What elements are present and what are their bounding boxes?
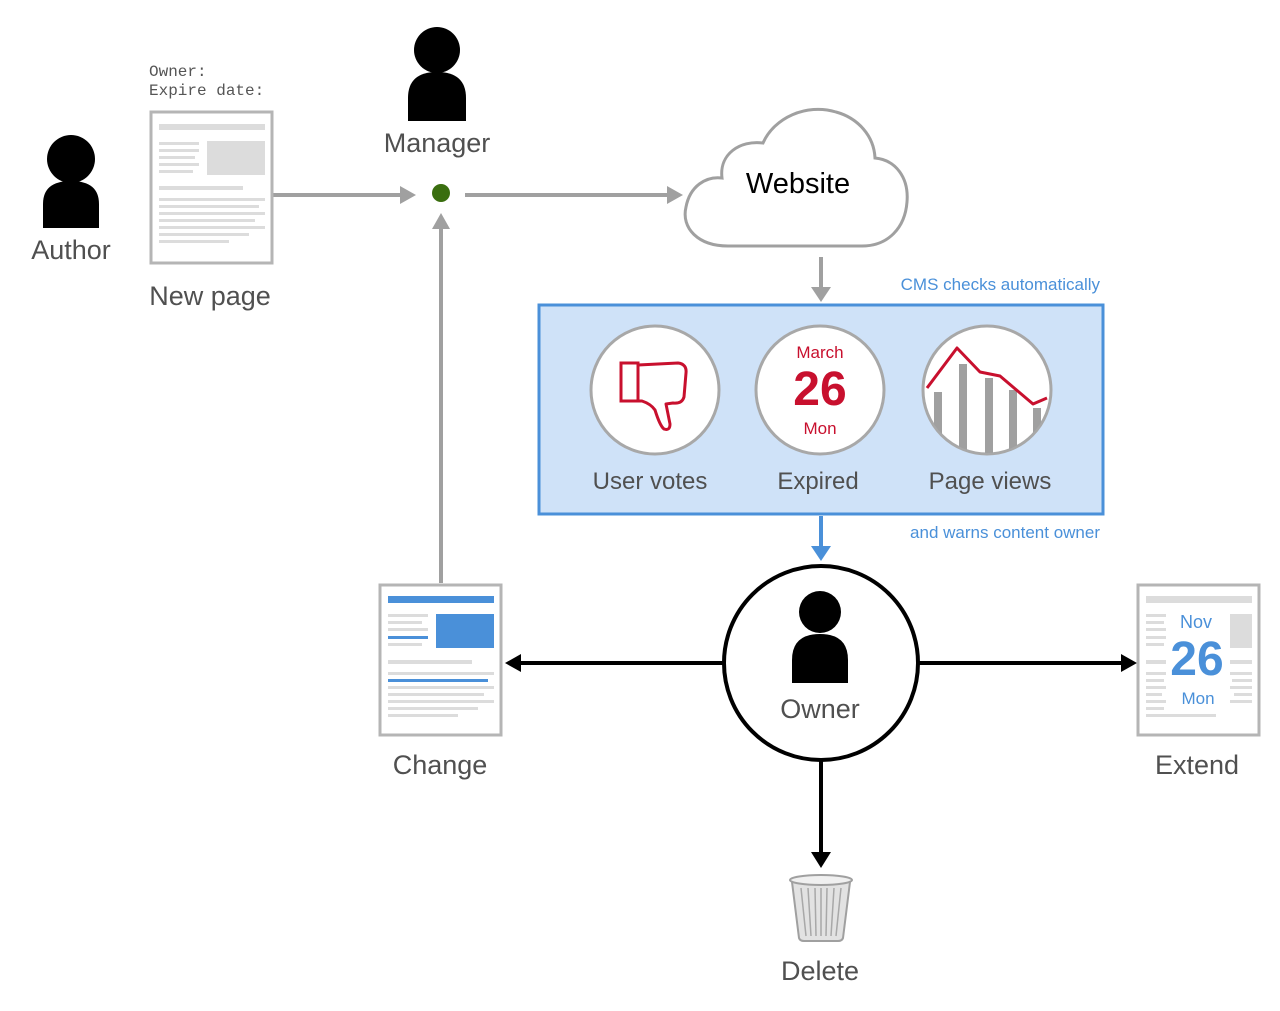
extend-month: Nov: [1179, 612, 1213, 632]
delete-label: Delete: [780, 956, 860, 986]
arrowhead-down: [811, 852, 831, 868]
user-votes-label: User votes: [592, 468, 708, 495]
manager-approval-dot: [432, 184, 450, 202]
expired-calendar-icon: [754, 324, 886, 456]
arrowhead-left: [505, 654, 521, 672]
expired-month: March: [796, 343, 844, 362]
extend-weekday: Mon: [1181, 689, 1215, 708]
arrowhead-down: [811, 287, 831, 302]
cms-checks-note: CMS checks automatically: [900, 275, 1100, 294]
author-label: Author: [31, 235, 111, 265]
expired-day: 26: [793, 363, 847, 416]
author-person-icon: [43, 135, 99, 228]
warns-owner-note: and warns content owner: [910, 523, 1100, 542]
manager-label: Manager: [383, 128, 491, 158]
owner-person-icon: [792, 591, 848, 683]
arrowhead-right: [400, 186, 416, 204]
website-cloud-icon: [683, 107, 909, 248]
owner-label: Owner: [780, 694, 860, 724]
expired-label: Expired: [777, 468, 859, 495]
connectors-black: [505, 654, 1137, 868]
arrowhead-right: [1121, 654, 1137, 672]
new-page-label: New page: [149, 281, 271, 311]
extend-document-calendar-icon: [1136, 583, 1261, 737]
expired-weekday: Mon: [803, 419, 837, 438]
change-document-icon: [378, 583, 503, 737]
extend-day: 26: [1170, 633, 1224, 686]
arrowhead-down: [811, 546, 831, 561]
new-page-owner-meta: Owner:: [149, 63, 207, 81]
page-views-chart-icon: [921, 324, 1053, 456]
change-label: Change: [392, 750, 488, 780]
extend-label: Extend: [1154, 750, 1240, 780]
user-votes-thumbs-down-icon: [589, 324, 721, 456]
new-page-document-icon: [149, 110, 274, 265]
manager-person-icon: [408, 27, 466, 121]
connectors-gray: [273, 186, 831, 583]
page-views-label: Page views: [928, 468, 1052, 495]
arrowhead-right: [667, 186, 683, 204]
website-label: Website: [745, 168, 851, 200]
arrowhead-up: [432, 213, 450, 229]
new-page-expire-meta: Expire date:: [149, 82, 265, 100]
delete-trash-icon: [789, 874, 853, 942]
